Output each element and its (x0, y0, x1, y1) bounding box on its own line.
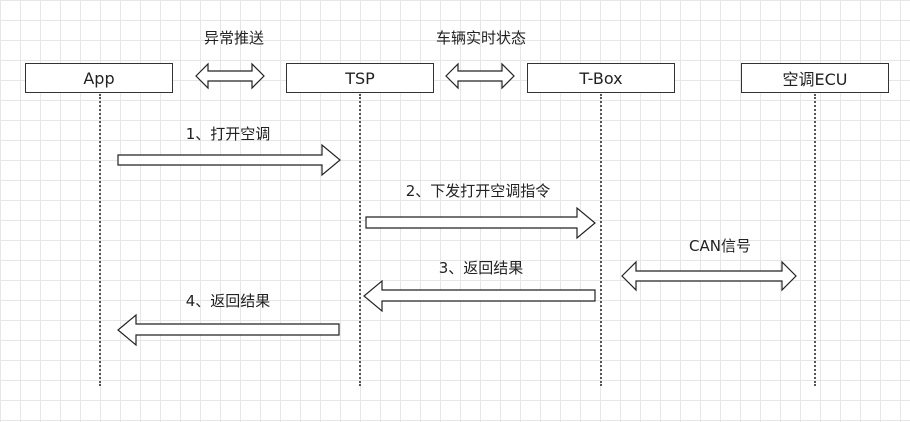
actor-tsp: TSP (286, 63, 434, 93)
message-label-1: 1、打开空调 (185, 125, 271, 143)
link-label-tbox-ecu: CAN信号 (689, 237, 751, 255)
message-label-3: 3、返回结果 (438, 259, 524, 277)
actor-tsp-label: TSP (345, 68, 375, 88)
actor-ecu: 空调ECU (741, 63, 889, 93)
message-label-2: 2、下发打开空调指令 (405, 182, 551, 200)
arrow-message-2 (365, 206, 596, 240)
lifeline-tsp (359, 94, 361, 386)
double-arrow-tbox-ecu (621, 260, 797, 292)
actor-ecu-label: 空调ECU (782, 70, 848, 89)
actor-app: App (25, 63, 173, 93)
message-label-4: 4、返回结果 (185, 292, 271, 310)
arrow-message-1 (117, 143, 341, 177)
lifeline-tbox (600, 94, 602, 386)
lifeline-ecu (814, 94, 816, 386)
arrow-message-3 (363, 279, 596, 313)
arrow-message-4 (117, 313, 340, 347)
actor-tbox-label: T-Box (579, 68, 623, 88)
actor-tbox: T-Box (527, 63, 675, 93)
double-arrow-app-tsp (195, 62, 265, 90)
link-label-tsp-tbox: 车辆实时状态 (435, 29, 527, 47)
double-arrow-tsp-tbox (445, 62, 515, 90)
actor-app-label: App (83, 68, 115, 88)
link-label-app-tsp: 异常推送 (203, 29, 265, 47)
lifeline-app (99, 94, 101, 386)
